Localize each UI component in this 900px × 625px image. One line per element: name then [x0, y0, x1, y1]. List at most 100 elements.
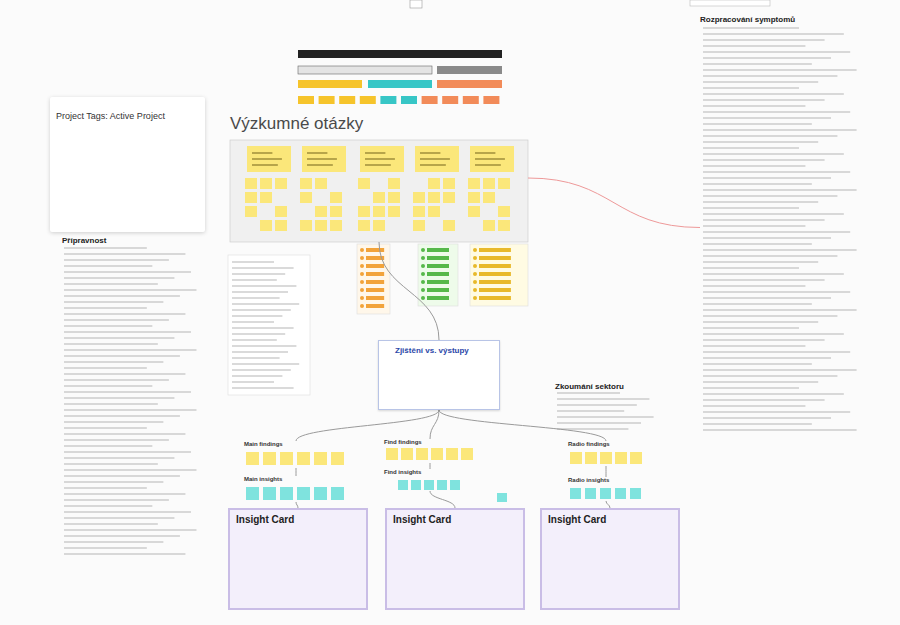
text-line — [64, 397, 174, 398]
text-line — [64, 349, 196, 350]
text-line — [703, 291, 850, 292]
node-heading: Insight Card — [230, 510, 366, 526]
block — [366, 272, 384, 276]
text-line — [703, 231, 850, 232]
block — [463, 96, 479, 104]
insight-card: Insight Card — [385, 508, 525, 610]
connector — [379, 242, 439, 340]
block — [380, 96, 396, 104]
block — [427, 280, 449, 284]
block — [443, 178, 455, 189]
text-line — [365, 164, 391, 165]
text-line — [557, 428, 628, 429]
text-line — [232, 291, 288, 292]
block — [630, 452, 642, 464]
text-line — [703, 285, 805, 286]
sticky-group: Radio findings — [568, 441, 644, 466]
list-dot — [473, 272, 477, 276]
block — [483, 192, 495, 203]
text-line — [64, 253, 185, 254]
text-line — [703, 39, 825, 40]
block — [427, 272, 449, 276]
text-line — [64, 475, 180, 476]
block — [470, 146, 514, 172]
node-heading: Main insights — [244, 476, 348, 483]
block — [300, 220, 312, 231]
block — [437, 480, 447, 490]
block — [479, 272, 511, 276]
node-heading: Insight Card — [387, 510, 523, 526]
text-line — [232, 279, 277, 280]
text-line — [64, 487, 147, 488]
frame — [690, 0, 770, 6]
text-line — [703, 339, 825, 340]
block — [442, 96, 458, 104]
text-line — [64, 433, 185, 434]
text-line — [64, 325, 152, 326]
block — [245, 192, 257, 203]
text-column: Rozpracování symptomů — [700, 15, 870, 440]
text-line — [703, 27, 799, 28]
block — [388, 206, 400, 217]
block — [413, 192, 425, 203]
question-frame: Výzkumné otázky — [230, 114, 528, 242]
connector — [606, 501, 610, 508]
block — [411, 480, 421, 490]
text-line — [703, 147, 799, 148]
node-heading: Insight Card — [542, 510, 678, 526]
text-line — [252, 158, 282, 159]
text-line — [703, 207, 799, 208]
block — [415, 146, 459, 172]
text-line — [64, 265, 152, 266]
block — [386, 448, 398, 460]
block — [366, 296, 384, 300]
text-line — [252, 164, 278, 165]
block — [315, 220, 327, 231]
text-line — [703, 129, 857, 130]
text-line — [703, 123, 812, 124]
block — [330, 206, 342, 217]
text-line — [703, 153, 844, 154]
text-line — [703, 75, 837, 76]
block — [302, 146, 346, 172]
block — [570, 488, 581, 499]
list-dot — [473, 256, 477, 260]
block — [275, 206, 287, 217]
list-dot — [360, 280, 364, 284]
block — [479, 248, 511, 252]
block — [422, 96, 438, 104]
block — [600, 452, 612, 464]
text-line — [703, 69, 857, 70]
node-heading: Find insights — [384, 469, 476, 476]
block — [498, 206, 510, 217]
text-line — [64, 421, 163, 422]
block — [388, 178, 400, 189]
text-line — [557, 422, 641, 423]
text-line — [64, 379, 169, 380]
block — [413, 206, 425, 217]
node-heading: Rozpracování symptomů — [700, 15, 870, 24]
text-line — [64, 493, 185, 494]
image-box: Zjištění vs. výstupy — [378, 340, 500, 410]
block — [428, 192, 440, 203]
block — [428, 178, 440, 189]
text-line — [64, 541, 163, 542]
connector — [430, 463, 431, 469]
block — [401, 448, 413, 460]
list-panel — [357, 244, 390, 314]
list-dot — [473, 248, 477, 252]
list-dot — [473, 296, 477, 300]
text-line — [64, 469, 196, 470]
text-line — [703, 249, 857, 250]
text-line — [232, 351, 288, 352]
block — [479, 288, 511, 292]
text-line — [232, 285, 296, 286]
block — [358, 206, 370, 217]
text-line — [307, 164, 333, 165]
text-line — [557, 404, 637, 405]
text-line — [703, 351, 850, 352]
text-line — [557, 398, 649, 399]
text-line — [703, 303, 812, 304]
connector — [430, 410, 439, 439]
text-line — [232, 375, 282, 376]
